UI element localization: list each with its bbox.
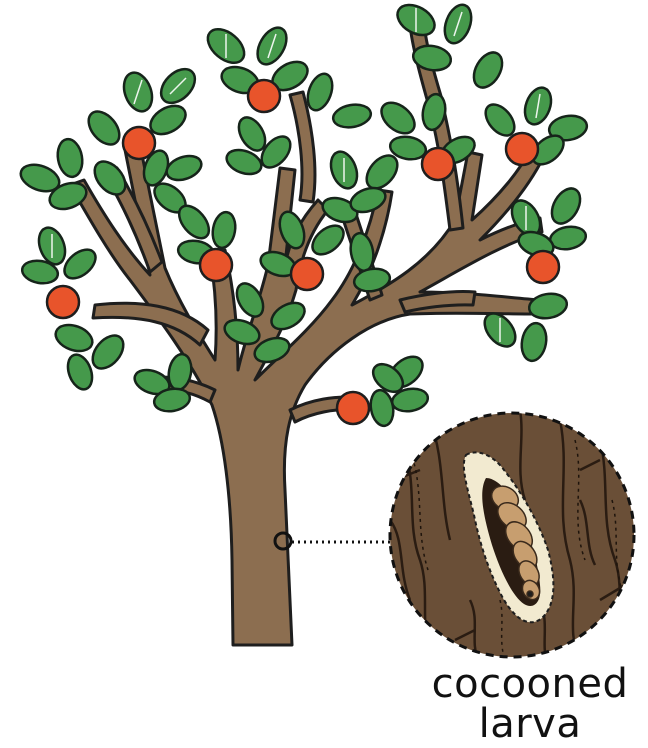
fruit <box>527 251 559 283</box>
fruit <box>337 392 369 424</box>
fruit <box>291 258 323 290</box>
caption-line-2: larva <box>420 704 640 744</box>
fruit <box>200 249 232 281</box>
fruit <box>248 80 280 112</box>
caption-label: cocooned larva <box>420 664 640 744</box>
magnified-bark-view <box>390 410 634 665</box>
fruit <box>123 127 155 159</box>
fruit <box>506 133 538 165</box>
caption-line-1: cocooned <box>420 664 640 704</box>
fruit <box>422 148 454 180</box>
fruit <box>47 286 79 318</box>
